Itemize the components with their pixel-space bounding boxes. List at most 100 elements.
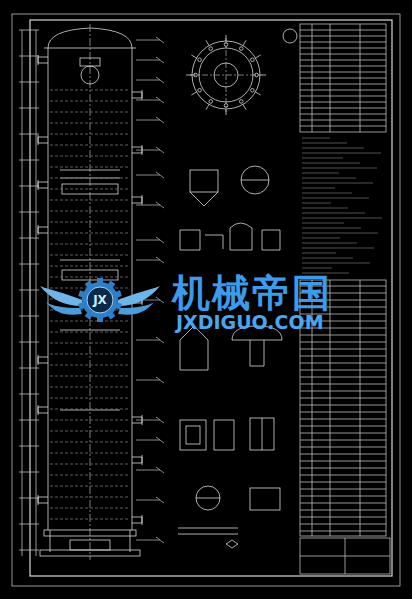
table-row [300, 482, 386, 483]
leader-line [136, 120, 160, 121]
nozzle-mark [191, 55, 196, 58]
table-row [300, 108, 386, 109]
nozzle [132, 457, 142, 463]
tray-line [50, 134, 130, 135]
dimension-lines [19, 30, 39, 556]
nozzles [38, 55, 142, 525]
nozzle [132, 197, 142, 203]
watermark-text: JXDIGUO.COM [176, 311, 324, 333]
dim-tick [19, 212, 39, 213]
nozzle-mark [260, 75, 266, 76]
leader-tick [156, 202, 164, 208]
flange [38, 180, 39, 190]
table-row [300, 419, 386, 420]
gear-tooth [97, 278, 103, 284]
dim-tick [19, 342, 39, 343]
tray-line [50, 508, 130, 509]
dim-tick [19, 56, 39, 57]
table-row [300, 335, 386, 336]
flange [142, 195, 143, 205]
table-col [312, 24, 313, 132]
flange [142, 90, 143, 100]
table-row [300, 426, 386, 427]
note-stroke [302, 228, 361, 229]
dim-tick [19, 472, 39, 473]
flange [38, 225, 39, 235]
dim-tick [19, 108, 39, 109]
tray-line [50, 354, 130, 355]
table-row [300, 503, 386, 504]
leader-tick [156, 172, 164, 178]
note-stroke [302, 248, 374, 249]
leader-line [136, 40, 160, 41]
gear-tooth [78, 290, 86, 298]
bolt-hole [198, 88, 202, 92]
leader-tick [156, 497, 164, 503]
table-row [300, 524, 386, 525]
leader-tick [156, 417, 164, 423]
nozzle [38, 137, 48, 143]
table-row [300, 54, 386, 55]
tray-line [50, 420, 130, 421]
nozzle [38, 227, 48, 233]
tray-line [50, 277, 130, 278]
leader-tick [156, 57, 164, 63]
note-stroke [302, 238, 340, 239]
tray-line [50, 244, 130, 245]
note-stroke [302, 173, 339, 174]
unreadable-notes [302, 138, 382, 273]
leader-tick [156, 437, 164, 443]
flange [38, 495, 39, 505]
table-row [300, 349, 386, 350]
bolt-hole [224, 43, 228, 47]
table-row [300, 370, 386, 371]
nozzle-mark [191, 92, 196, 95]
sheet-frame [12, 14, 400, 586]
gear-tooth [97, 316, 103, 322]
nozzle-mark [206, 104, 209, 109]
table-row [300, 517, 386, 518]
table-row [300, 440, 386, 441]
table-row [300, 120, 386, 121]
detail-views [178, 166, 282, 548]
tray-line [50, 211, 130, 212]
table-row [300, 36, 386, 37]
tray-line [50, 464, 130, 465]
note-stroke [302, 208, 348, 209]
note-stroke [302, 178, 356, 179]
gear-tooth [85, 280, 93, 288]
tray-line [50, 431, 130, 432]
dim-tick [19, 498, 39, 499]
gear-tooth [107, 280, 115, 288]
leader-line [136, 470, 160, 471]
tray-line [50, 178, 130, 179]
dim-tick [19, 550, 39, 551]
bolt-hole [251, 58, 255, 62]
note-stroke [302, 268, 332, 269]
bolt-hole [209, 100, 213, 104]
tray-line [50, 255, 130, 256]
flange [142, 515, 143, 525]
tray-line [50, 398, 130, 399]
tray-line [50, 112, 130, 113]
leader-line [136, 240, 160, 241]
tray-line [50, 167, 130, 168]
table-row [300, 126, 386, 127]
nozzle [38, 182, 48, 188]
tray-line [50, 519, 130, 520]
nozzle-mark [255, 92, 260, 95]
dim-tick [19, 446, 39, 447]
leader-line [136, 60, 160, 61]
tray-line [50, 233, 130, 234]
gear-tooth [78, 302, 86, 310]
note-stroke [302, 263, 370, 264]
dim-tick [19, 186, 39, 187]
tray-line [50, 101, 130, 102]
table-row [300, 377, 386, 378]
note-stroke [302, 158, 343, 159]
table-row [300, 30, 386, 31]
tray-line [50, 332, 130, 333]
flange [38, 405, 39, 415]
leader-tick [156, 257, 164, 263]
note-stroke [302, 198, 369, 199]
